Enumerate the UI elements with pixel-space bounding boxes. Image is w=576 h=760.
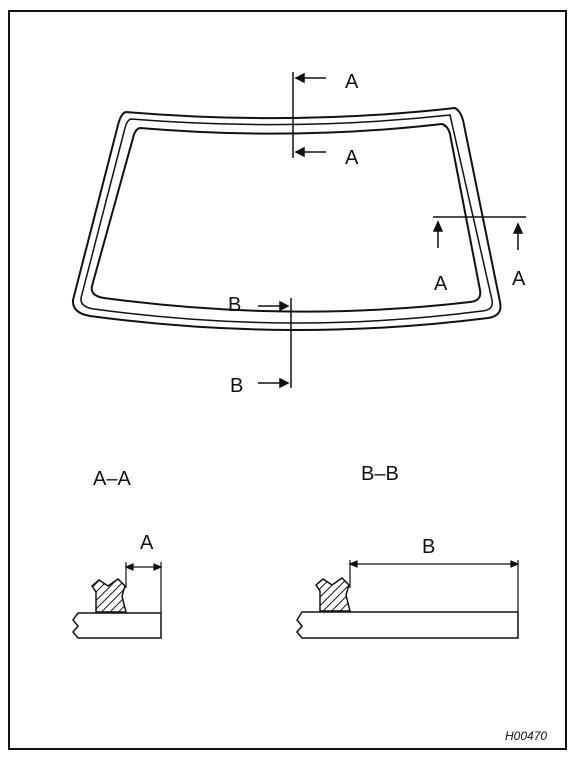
label-b-upper: B — [228, 294, 241, 316]
section-aa-molding — [91, 578, 127, 613]
section-aa-top-marker — [292, 72, 326, 158]
figure-frame — [8, 10, 567, 750]
label-b-lower: B — [230, 375, 243, 397]
section-bb-detail — [296, 560, 520, 639]
section-bb-molding — [315, 577, 351, 612]
section-bb-title: B–B — [361, 463, 399, 485]
label-a-side-right: A — [512, 268, 526, 290]
section-aa-side-marker — [432, 216, 526, 250]
section-bb-dimension: B — [422, 536, 435, 558]
section-aa-detail — [72, 562, 163, 639]
section-bb-marker — [258, 298, 292, 389]
section-aa-dimension: A — [140, 532, 154, 554]
figure-code: H00470 — [505, 729, 547, 743]
windshield-outline — [71, 106, 502, 332]
label-a-top: A — [345, 71, 359, 93]
section-aa-title: A–A — [93, 468, 131, 490]
label-a-side-left: A — [434, 273, 448, 295]
label-a-top-lower: A — [345, 147, 359, 169]
